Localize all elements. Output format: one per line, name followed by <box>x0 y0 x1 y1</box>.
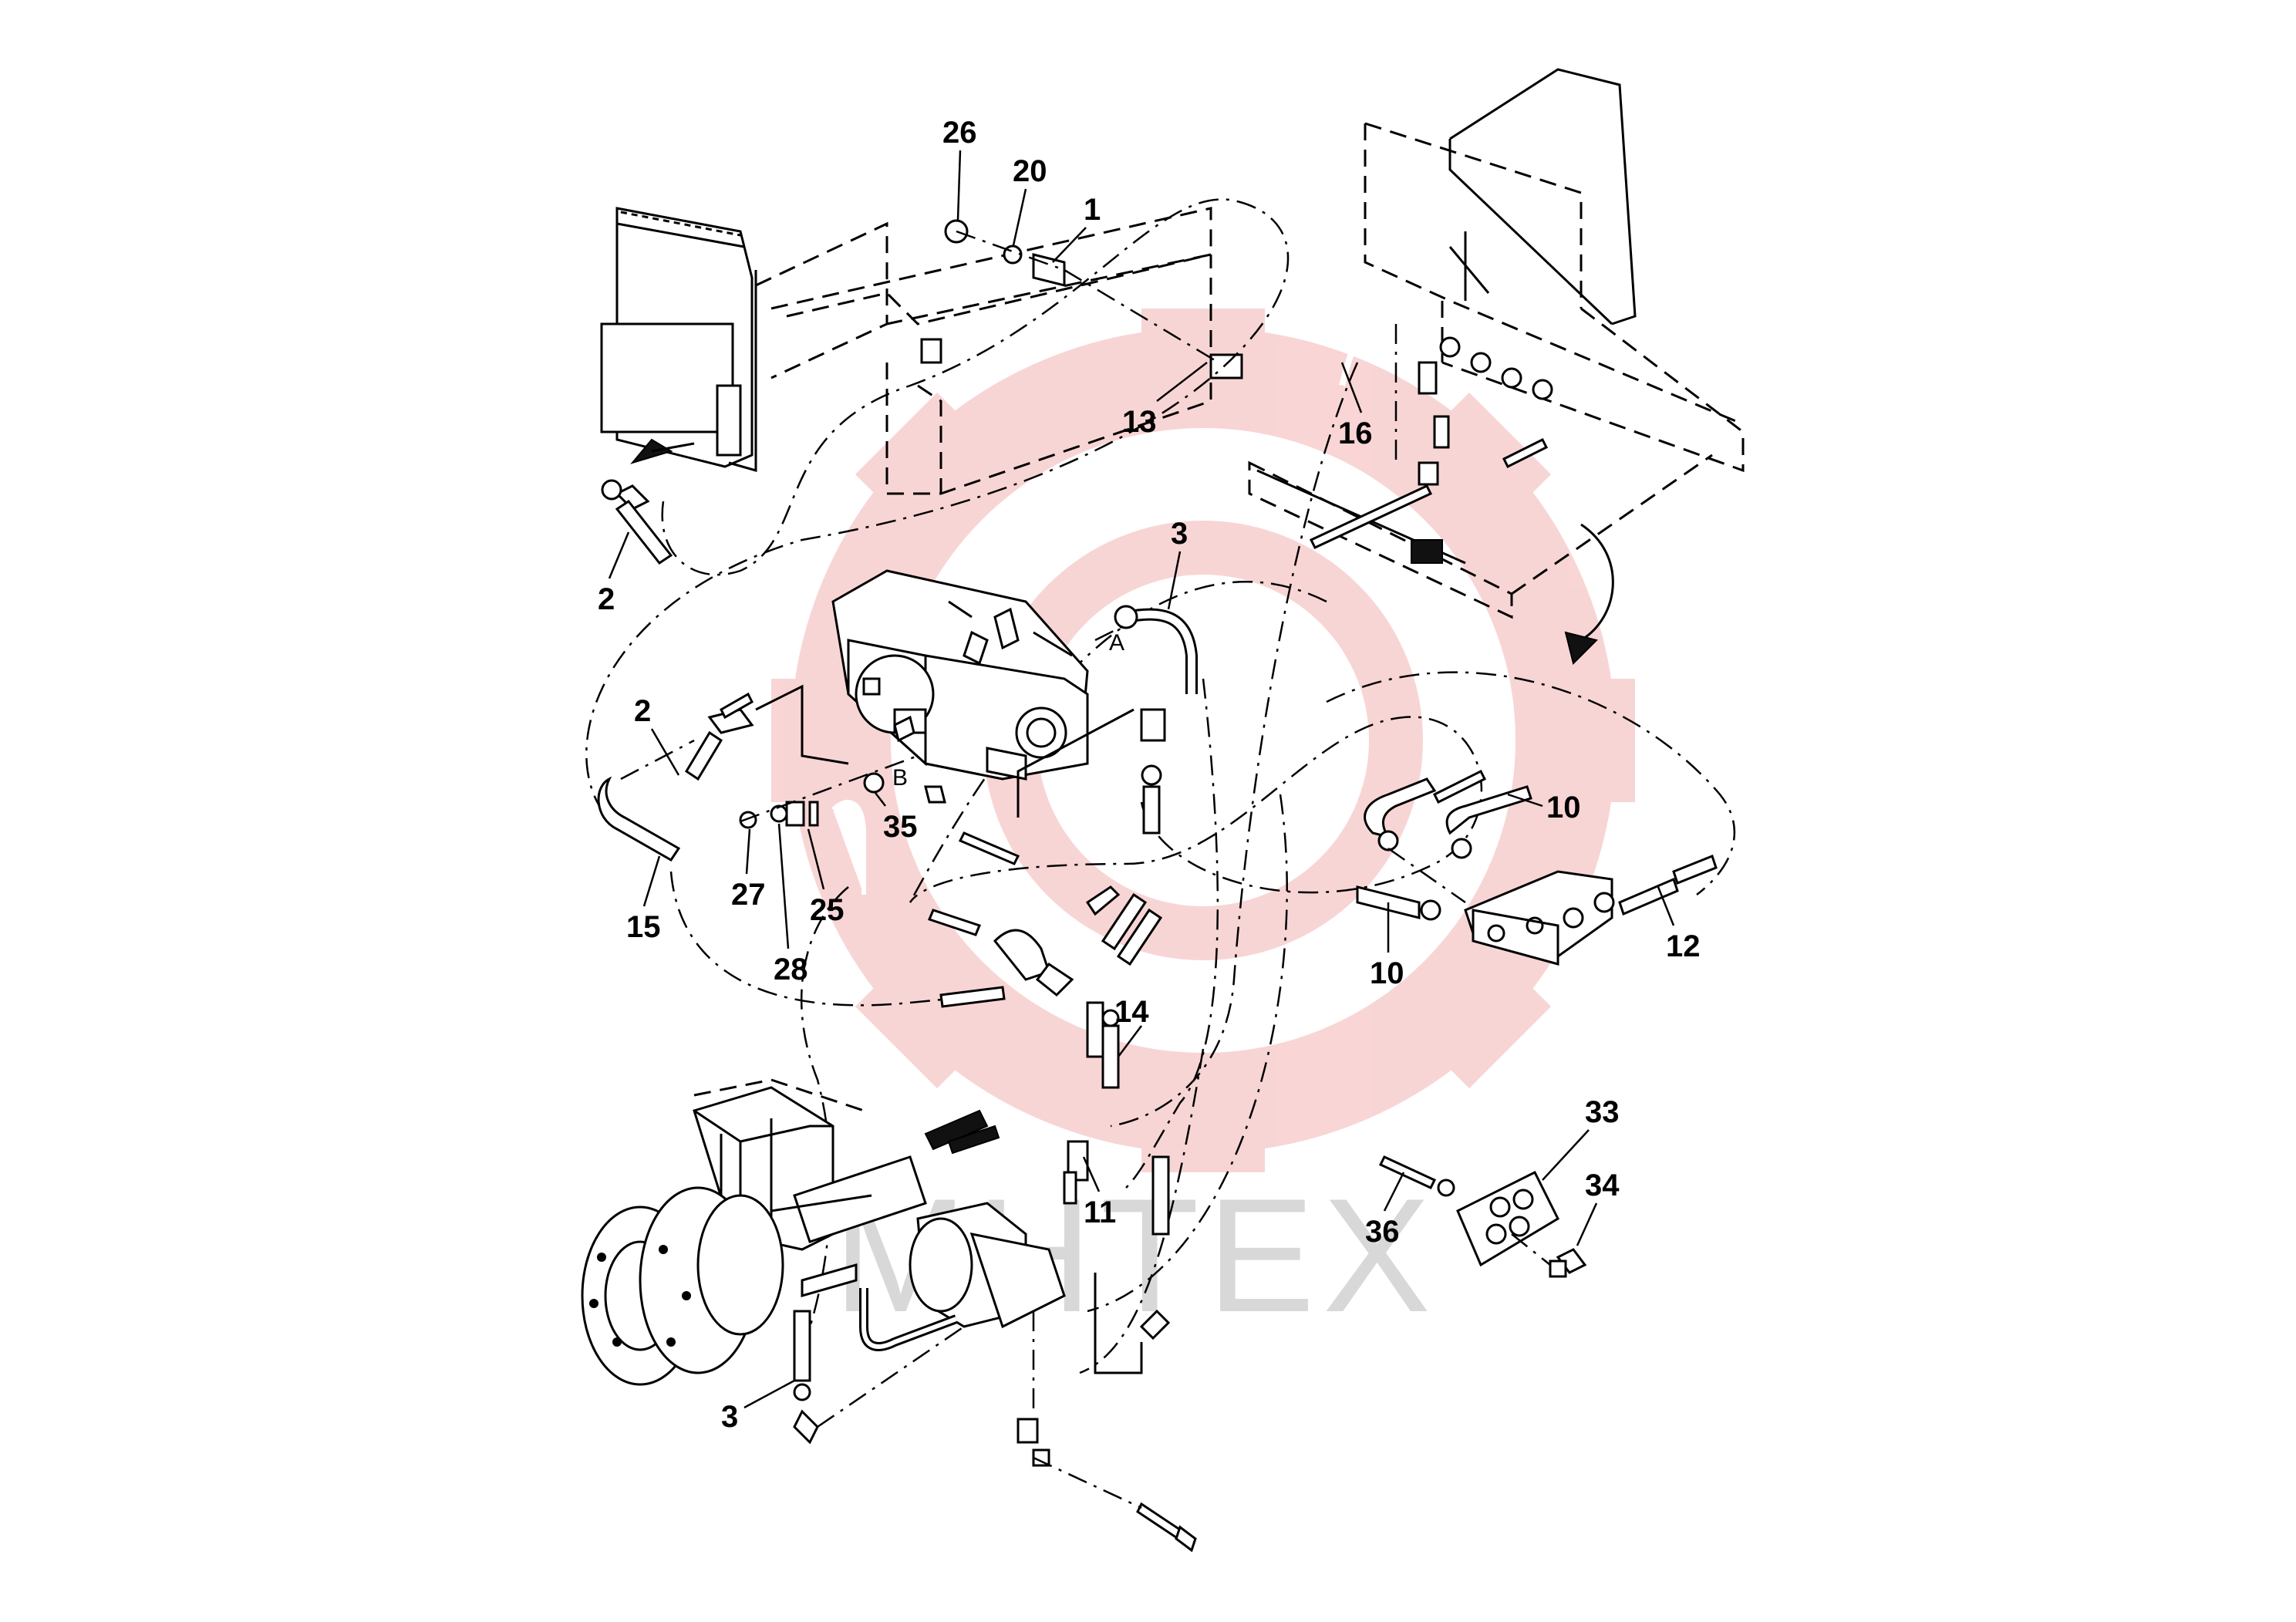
center-fittings <box>927 885 1163 1058</box>
drive-axle <box>581 1078 1066 1386</box>
callout-2-top: 2 <box>598 582 615 616</box>
hoses-lower <box>1063 1009 1455 1236</box>
motor-fittings <box>793 1273 1197 1553</box>
frame-left <box>755 207 1212 495</box>
callout-20: 20 <box>1013 154 1047 188</box>
mounting-plate <box>1456 1170 1587 1278</box>
callout-35: 35 <box>883 810 918 844</box>
callout-26: 26 <box>942 116 977 150</box>
port-label-b: B <box>892 765 908 791</box>
hose-routing <box>585 198 1736 1374</box>
frame-right <box>1248 68 1745 665</box>
callout-16: 16 <box>1338 416 1373 450</box>
callout-1: 1 <box>1084 193 1101 227</box>
callout-15: 15 <box>626 910 661 944</box>
bolt-set <box>739 715 1020 895</box>
callout-10-top: 10 <box>1546 791 1581 824</box>
hose-3-upper <box>1017 605 1198 835</box>
callout-12: 12 <box>1666 929 1701 963</box>
callout-27: 27 <box>731 878 766 912</box>
callout-3-bottom: 3 <box>721 1400 738 1434</box>
callout-28: 28 <box>774 953 808 986</box>
callout-3-top: 3 <box>1171 517 1188 551</box>
callout-2-mid: 2 <box>634 694 651 728</box>
callouts: 26 20 1 13 16 2 3 2 15 27 28 25 35 10 10… <box>598 116 1701 1434</box>
callout-14: 14 <box>1114 995 1149 1029</box>
callout-11: 11 <box>1084 1195 1116 1229</box>
hose-16 <box>1309 301 1549 549</box>
callout-34: 34 <box>1585 1168 1620 1202</box>
bracket-hardware <box>920 219 1243 379</box>
callout-36: 36 <box>1365 1215 1400 1249</box>
port-label-a: A <box>1109 630 1124 656</box>
fittings-left <box>597 479 849 862</box>
callout-13: 13 <box>1122 405 1157 439</box>
watermark-logo <box>771 309 1635 1172</box>
oil-cooler <box>600 207 757 472</box>
callout-33: 33 <box>1585 1095 1620 1129</box>
callout-10-bottom: 10 <box>1370 956 1404 990</box>
callout-25: 25 <box>810 893 845 927</box>
